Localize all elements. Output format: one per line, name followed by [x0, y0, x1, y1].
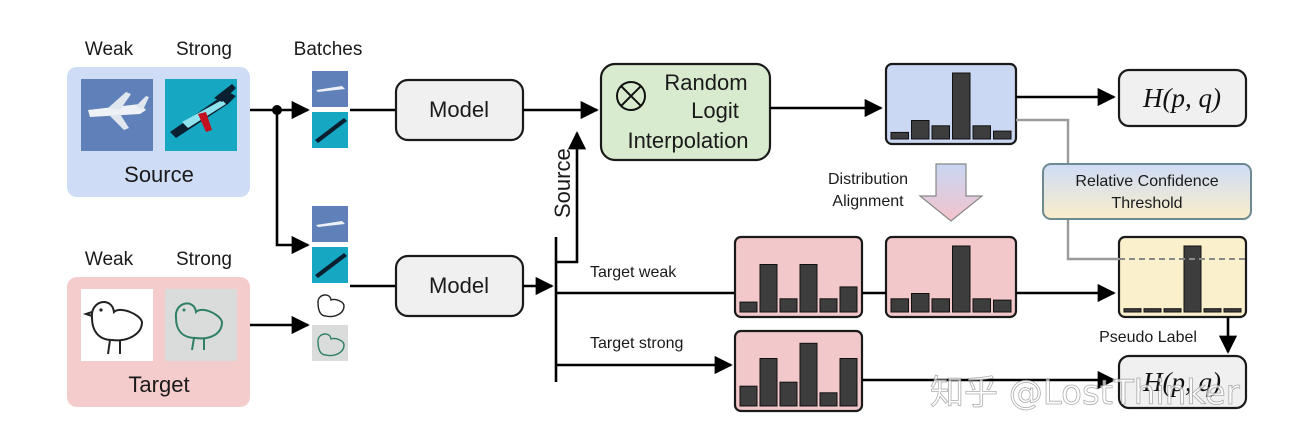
target-strong-bar-4 — [819, 392, 838, 407]
threshold-line-1: Relative Confidence — [1075, 173, 1218, 190]
target-strong-bars — [739, 342, 858, 407]
interpolation-line-1: Random — [664, 70, 747, 95]
source-weak-airplane-image — [81, 79, 153, 151]
target-panel-title: Target — [128, 372, 189, 397]
target-strong-bar-1 — [759, 358, 778, 407]
target-strong-bird-sketch — [165, 289, 237, 361]
target-weak-label-text: Target weak — [590, 264, 677, 281]
source-batch-thumbnails — [312, 71, 348, 148]
target-weak-raw-bar-0 — [739, 301, 758, 313]
pseudo-label-bar-1 — [1143, 308, 1162, 313]
target-weak-label: Weak — [85, 249, 134, 270]
source-output-bar-1 — [911, 120, 930, 140]
otimes-icon — [616, 81, 646, 111]
target-weak-aligned-bar-1 — [911, 293, 930, 313]
pseudo-label-bar-5 — [1223, 308, 1242, 313]
source-output-bar-0 — [890, 131, 909, 140]
pseudo-label-bar-2 — [1163, 308, 1182, 313]
pseudo-label-bar-3 — [1183, 245, 1202, 313]
source-branch-arrow — [556, 131, 587, 264]
source-strong-label: Strong — [176, 39, 232, 60]
source-to-target-batch-arrow — [275, 110, 310, 255]
batches-label: Batches — [294, 39, 363, 60]
target-weak-raw-bar-4 — [819, 298, 838, 313]
source-output-bars — [890, 72, 1012, 140]
distribution-alignment-arrow — [918, 163, 984, 222]
loss-label-top: H(p, q) — [1142, 83, 1221, 113]
interpolation-line-2: Logit — [691, 98, 739, 123]
distribution-alignment-line-1: Distribution — [828, 171, 908, 188]
pseudo-label-bar-0 — [1123, 308, 1142, 313]
target-strong-bar-0 — [739, 385, 758, 407]
pseudo-label-bar-4 — [1203, 308, 1222, 313]
target-weak-aligned-bar-2 — [931, 298, 950, 313]
target-weak-aligned-bar-5 — [993, 299, 1012, 313]
model-top-label: Model — [429, 97, 489, 122]
source-output-bar-2 — [931, 125, 950, 140]
source-output-bar-4 — [972, 125, 991, 140]
target-weak-raw-bar-3 — [799, 264, 818, 313]
pseudo-label-text: Pseudo Label — [1099, 329, 1197, 346]
source-output-bar-5 — [993, 130, 1012, 140]
target-strong-bar-2 — [779, 381, 798, 407]
loss-box-bottom[interactable] — [1117, 354, 1248, 410]
threshold-output-line — [1066, 219, 1119, 261]
source-strong-airplane-image — [165, 79, 237, 151]
target-weak-aligned-bar-3 — [952, 245, 971, 313]
pseudo-label-bars — [1123, 245, 1242, 313]
target-strong-label: Strong — [176, 249, 232, 270]
target-weak-aligned-bar-0 — [890, 298, 909, 313]
target-strong-bar-3 — [799, 342, 818, 407]
pseudo-label-histogram — [1117, 235, 1248, 319]
target-strong-label-text: Target strong — [590, 335, 683, 352]
loss-box-top[interactable] — [1117, 68, 1248, 128]
target-weak-aligned-bars — [890, 245, 1012, 313]
interpolation-line-3: Interpolation — [627, 128, 748, 153]
source-panel-title: Source — [124, 162, 194, 187]
model-bottom-label: Model — [429, 273, 489, 298]
target-weak-aligned-bar-4 — [972, 298, 991, 313]
threshold-input-line — [1016, 118, 1070, 164]
target-strong-bar-5 — [839, 358, 858, 407]
target-weak-raw-bars — [739, 264, 858, 313]
watermark-text: 知乎 @LostThinker — [930, 373, 1240, 413]
relative-confidence-threshold-box[interactable] — [1042, 163, 1252, 220]
threshold-line-2: Threshold — [1111, 195, 1182, 212]
target-weak-raw-bar-5 — [839, 286, 858, 313]
source-output-bar-3 — [952, 72, 971, 140]
distribution-alignment-line-2: Alignment — [832, 193, 904, 210]
loss-label-bottom: H(p, q) — [1142, 367, 1221, 397]
source-weak-label: Weak — [85, 39, 134, 60]
target-batch-thumbnails — [312, 206, 348, 361]
source-branch-label: Source — [550, 148, 575, 218]
target-weak-raw-bar-1 — [759, 264, 778, 313]
target-weak-raw-bar-2 — [779, 298, 798, 313]
target-weak-bird-sketch — [81, 289, 153, 361]
